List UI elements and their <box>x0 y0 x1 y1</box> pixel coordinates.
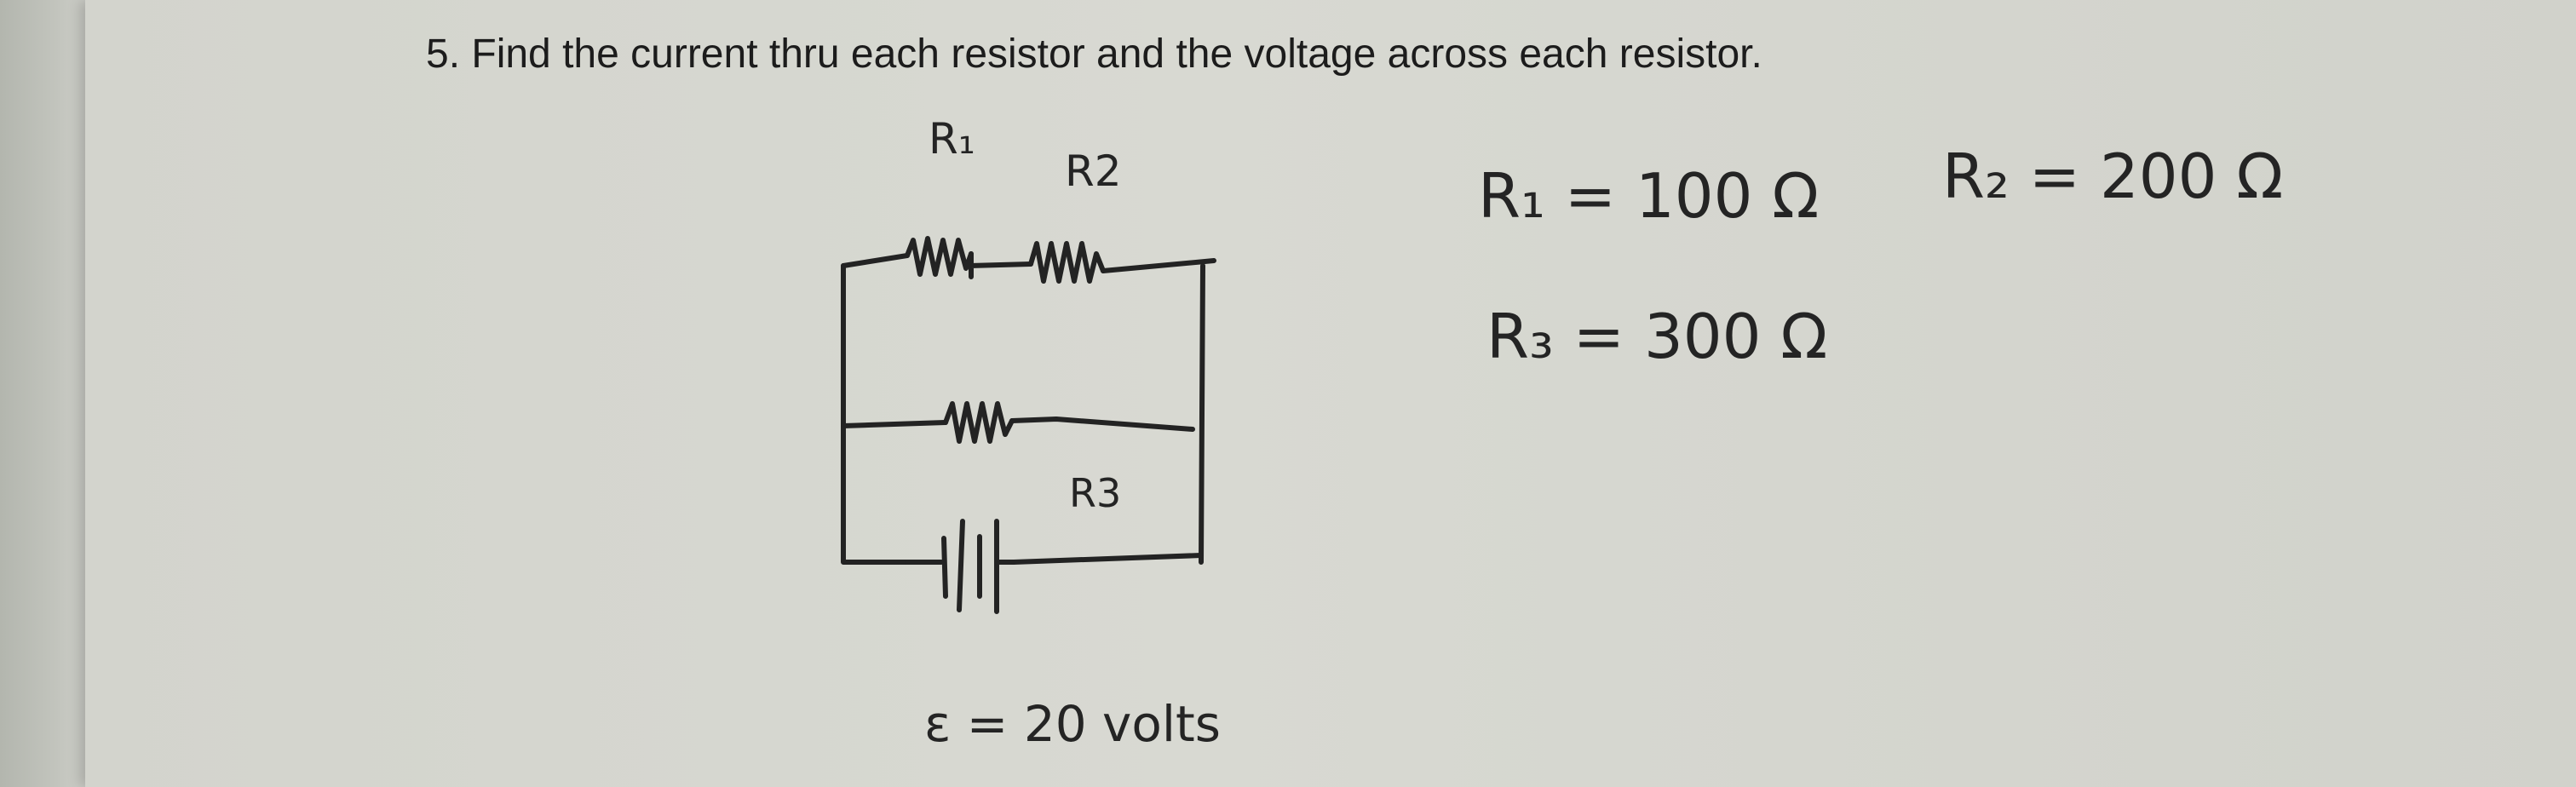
notebook-page-edge <box>0 0 94 787</box>
top-branch-wire-right <box>1101 258 1216 273</box>
label-r3: R3 <box>1069 470 1121 516</box>
given-r1: R₁ = 100 Ω <box>1478 160 1819 232</box>
given-r3: R₃ = 300 Ω <box>1486 301 1827 372</box>
left-wire <box>841 263 910 565</box>
bottom-branch-wire <box>1011 553 1204 565</box>
middle-branch-wire-right <box>1009 416 1195 432</box>
resistor-r2-zigzag <box>1028 241 1106 284</box>
battery-symbol <box>905 519 1016 614</box>
top-branch-wire-middle <box>969 251 1033 279</box>
resistor-r3-zigzag <box>943 401 1015 444</box>
resistor-r1-zigzag <box>905 236 974 277</box>
right-wire <box>1199 263 1205 565</box>
given-values: R₁ = 100 Ω R₂ = 200 Ω R₃ = 300 Ω <box>1478 141 2283 372</box>
top-branch-wire <box>841 253 910 268</box>
given-r2: R₂ = 200 Ω <box>1942 141 2283 212</box>
emf-value: ε = 20 volts <box>924 695 1221 753</box>
circuit-diagram: R₁ R2 R3 ε = 20 volts <box>841 114 1221 753</box>
middle-branch-wire <box>841 420 948 428</box>
label-r1: R₁ <box>929 114 975 164</box>
question-text: 5. Find the current thru each resistor a… <box>426 32 1762 77</box>
label-r2: R2 <box>1065 146 1122 196</box>
worksheet-paper <box>85 0 2576 787</box>
